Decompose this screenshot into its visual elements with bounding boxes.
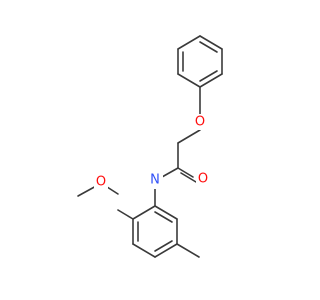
atom-methoxy-oxygen-bg xyxy=(94,174,108,190)
atom-methoxy-oxygen: O xyxy=(94,174,108,190)
atom-carbonyl-oxygen-bg xyxy=(196,171,210,187)
bond-aryl-1 xyxy=(132,205,156,220)
bond-carbonyl-c-n xyxy=(161,167,179,178)
molecule-structure-diagram: O O N O xyxy=(77,35,223,258)
atom-ether-oxygen-label: O xyxy=(195,115,205,130)
bond-ether-o-ch2 xyxy=(177,129,201,144)
atom-amide-nitrogen: N xyxy=(147,172,163,189)
bond-aryl-3 xyxy=(132,243,156,258)
bond-phenyl-double-2 xyxy=(199,70,218,82)
bond-aryl-6 xyxy=(154,205,178,220)
bond-aryl-methyl xyxy=(176,243,200,258)
phenyl-ring xyxy=(177,35,223,88)
linker-chain xyxy=(154,86,201,207)
bond-phenyl-4 xyxy=(177,73,201,88)
bond-aryl-methoxy-o xyxy=(117,209,134,220)
bond-aryl-4 xyxy=(154,243,178,258)
bond-carbonyl-c-o xyxy=(177,167,194,178)
bond-carbonyl-c-o-double xyxy=(180,172,197,183)
bond-phenyl-3 xyxy=(199,73,223,88)
bond-phenyl-1 xyxy=(199,35,223,50)
atom-methoxy-oxygen-label: O xyxy=(96,175,106,190)
bond-phenyl-double-1 xyxy=(199,41,218,53)
atom-carbonyl-oxygen-label: O xyxy=(198,172,208,187)
atom-carbonyl-oxygen: O xyxy=(196,171,210,187)
atom-ether-oxygen: O xyxy=(193,114,207,130)
atom-amide-nitrogen-label: N xyxy=(150,173,160,188)
atom-ether-oxygen-bg xyxy=(193,114,207,130)
bond-aryl-double-3 xyxy=(154,211,173,223)
bond-aryl-double-2 xyxy=(154,240,173,252)
methoxy-methyl-phenyl-ring xyxy=(132,205,178,258)
atom-amide-nitrogen-bg xyxy=(147,172,163,189)
bond-phenyl-6 xyxy=(177,35,201,50)
substituents xyxy=(77,184,200,258)
